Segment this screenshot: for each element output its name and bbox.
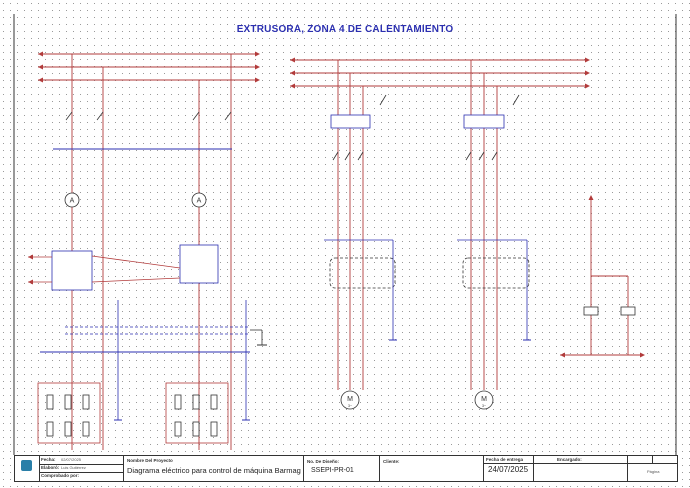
- breaker-switch-icon: [65, 111, 73, 121]
- motor-icon: [340, 390, 360, 410]
- ammeter-icon: [191, 192, 207, 208]
- ammeter-symbol: A: [197, 198, 202, 205]
- ammeter-symbol: A: [70, 198, 75, 205]
- bus-arrow-in-icon: [290, 57, 295, 63]
- motor-symbol: M: [481, 396, 487, 403]
- bus-arrow-out-icon: [585, 57, 590, 63]
- motor-icon: [474, 390, 494, 410]
- solid-state-relay: [51, 250, 93, 291]
- resistor-icon: [64, 394, 72, 410]
- contactor-contact-icon: [491, 151, 498, 161]
- contactor-contact-icon: [357, 151, 364, 161]
- project-value: Diagrama eléctrico para control de máqui…: [127, 466, 301, 475]
- auxiliary-contact-icon: [379, 94, 387, 106]
- delivery-value: 24/07/2025: [488, 465, 529, 474]
- motor-phase: 3~: [348, 404, 352, 408]
- page-cell: Página: [627, 456, 677, 481]
- drawing-number-cell: No. De Diseño: SSEPI-PR-01: [303, 456, 380, 481]
- drawing-label: No. De Diseño:: [307, 459, 340, 464]
- signal-arrow-icon: [28, 254, 33, 260]
- resistor-icon: [82, 394, 90, 410]
- author-label: Elaboró:: [41, 465, 60, 470]
- motor-protection-breaker: [330, 114, 371, 129]
- bus-arrow-out-icon: [255, 77, 260, 83]
- signal-arrow-icon: [28, 279, 33, 285]
- bus-arrow-in-icon: [38, 51, 43, 57]
- resistor-icon: [82, 421, 90, 437]
- bus-arrow-in-icon: [38, 77, 43, 83]
- heater-bank: [37, 382, 101, 444]
- resistor-icon: [210, 394, 218, 410]
- resistor-icon: [46, 394, 54, 410]
- contactor-contact-icon: [478, 151, 485, 161]
- auxiliary-contact-icon: [512, 94, 520, 106]
- supply-arrow-icon: [588, 195, 594, 200]
- contactor-contact-icon: [344, 151, 351, 161]
- ammeter-icon: [64, 192, 80, 208]
- resistor-icon: [210, 421, 218, 437]
- motor-phase: 3~: [482, 404, 486, 408]
- bus-arrow-in-icon: [290, 83, 295, 89]
- title-block: Fecha: 02/07/2025 Elaboró: Luis Gutiérre…: [14, 455, 678, 482]
- company-logo-icon: [21, 460, 32, 471]
- breaker-switch-icon: [192, 111, 200, 121]
- date-label: Fecha:: [41, 457, 56, 462]
- logo-cell: [15, 456, 40, 481]
- resistor-icon: [192, 394, 200, 410]
- resistor-icon: [174, 394, 182, 410]
- supply-arrow-icon: [560, 352, 565, 358]
- resistor-icon: [46, 421, 54, 437]
- client-cell: Cliente:: [379, 456, 484, 481]
- page-label: Página: [647, 469, 660, 474]
- drawing-value: SSEPI-PR-01: [311, 467, 354, 474]
- breaker-switch-icon: [96, 111, 104, 121]
- motor-symbol: M: [347, 396, 353, 403]
- date-value: 02/07/2025: [61, 457, 82, 462]
- control-wire: [91, 255, 181, 269]
- solid-state-relay: [179, 244, 219, 284]
- breaker-switch-icon: [224, 111, 232, 121]
- bus-arrow-out-icon: [255, 51, 260, 57]
- client-label: Cliente:: [383, 459, 400, 464]
- contactor-coil-icon: [620, 306, 636, 316]
- delivery-label: Fecha de entrega: [486, 457, 524, 462]
- resistor-icon: [192, 421, 200, 437]
- bus-arrow-out-icon: [585, 83, 590, 89]
- bus-arrow-out-icon: [585, 70, 590, 76]
- manager-label: Encargado:: [557, 457, 582, 462]
- author-cell: Fecha: 02/07/2025 Elaboró: Luis Gutiérre…: [39, 456, 124, 481]
- author-value: Luis Gutiérrez: [61, 465, 86, 470]
- contactor-coil-icon: [583, 306, 599, 316]
- heater-bank: [165, 382, 229, 444]
- project-label: Nombre Del Proyecto: [127, 458, 173, 463]
- bus-arrow-in-icon: [290, 70, 295, 76]
- resistor-icon: [64, 421, 72, 437]
- contactor-contact-icon: [465, 151, 472, 161]
- checked-label: Comprobado por:: [41, 473, 79, 478]
- control-wire: [91, 277, 181, 283]
- project-cell: Nombre Del Proyecto Diagrama eléctrico p…: [123, 456, 304, 481]
- delivery-cell: Fecha de entrega 24/07/2025: [483, 456, 534, 481]
- bus-arrow-out-icon: [255, 64, 260, 70]
- diagram-title: EXTRUSORA, ZONA 4 DE CALENTAMIENTO: [236, 24, 454, 35]
- supply-arrow-icon: [640, 352, 645, 358]
- manager-cell: Encargado:: [533, 456, 628, 481]
- motor-protection-breaker: [463, 114, 505, 129]
- contactor-contact-icon: [332, 151, 339, 161]
- cable-shield: [462, 257, 530, 289]
- resistor-icon: [174, 421, 182, 437]
- bus-arrow-in-icon: [38, 64, 43, 70]
- cable-shield: [329, 257, 396, 289]
